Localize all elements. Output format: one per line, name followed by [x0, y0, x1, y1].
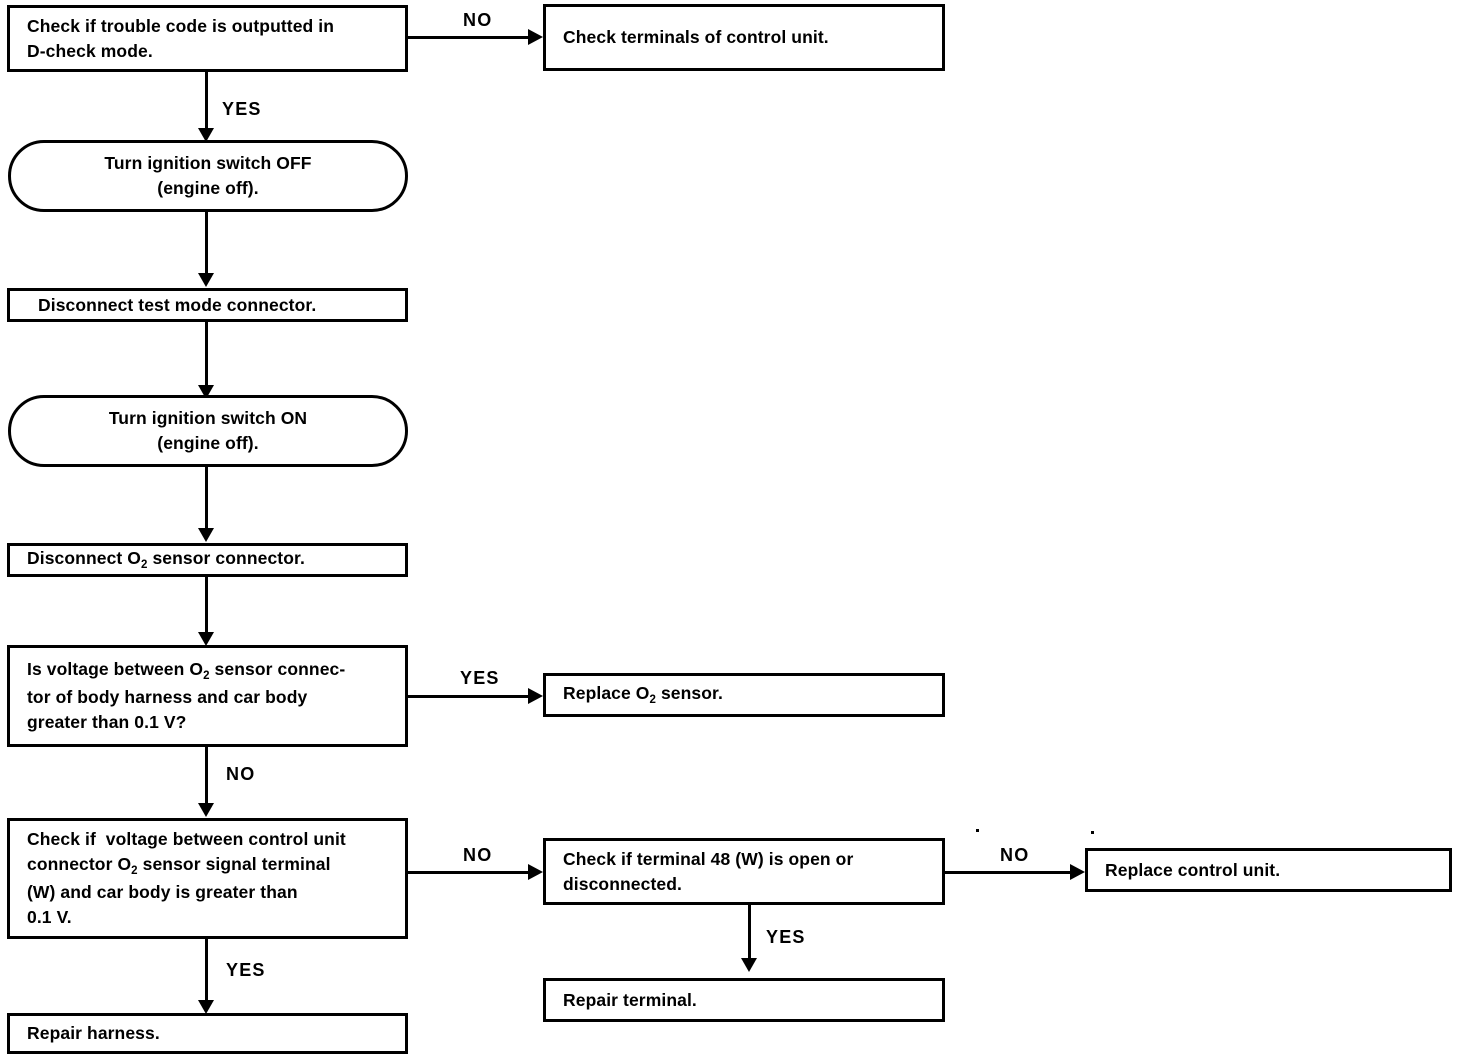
edge-6-arrowhead: [198, 632, 214, 646]
node-check-control-unit-voltage[interactable]: Check if voltage between control unit co…: [7, 818, 408, 939]
node-line: connector O2 sensor signal terminal: [27, 854, 331, 877]
edge-yes-2-line: [408, 695, 528, 698]
edge-label-no-4: NO: [1000, 845, 1030, 865]
edge-yes-3-line: [748, 905, 751, 963]
edge-no-4-line: [945, 871, 1070, 874]
node-line: Check if voltage between control unit: [27, 829, 346, 849]
node-line: Check if trouble code is outputted in: [27, 15, 335, 36]
node-replace-o2-sensor[interactable]: Replace O2 sensor.: [543, 673, 945, 717]
node-line: (engine off).: [157, 178, 259, 198]
edge-no-4-arrowhead: [1070, 864, 1085, 880]
node-line: Check terminals of control unit.: [563, 27, 829, 47]
edge-label-no-2: NO: [226, 764, 256, 784]
node-repair-terminal[interactable]: Repair terminal.: [543, 978, 945, 1022]
node-line: Turn ignition switch OFF: [104, 153, 312, 173]
node-check-terminal-48[interactable]: Check if terminal 48 (W) is open or disc…: [543, 838, 945, 905]
node-line: Disconnect test mode connector.: [38, 294, 317, 315]
edge-no-2-line: [205, 747, 208, 809]
node-ignition-on[interactable]: Turn ignition switch ON (engine off).: [8, 395, 408, 467]
edge-3-line: [205, 212, 208, 277]
node-line: Is voltage between O2 sensor connec-: [27, 659, 346, 682]
edge-no-3-line: [408, 871, 528, 874]
edge-no-1-line: [408, 36, 528, 39]
node-repair-harness[interactable]: Repair harness.: [7, 1013, 408, 1054]
edge-yes-4-line: [205, 939, 208, 1007]
node-line: (W) and car body is greater than: [27, 882, 298, 902]
node-line: D-check mode.: [27, 40, 153, 61]
edge-yes-4-arrowhead: [198, 1000, 214, 1014]
edge-label-yes-4: YES: [226, 960, 266, 980]
edge-yes-1-line: [205, 72, 208, 134]
node-line: Check if terminal 48 (W) is open or: [563, 848, 854, 869]
edge-label-yes-2: YES: [460, 668, 500, 688]
edge-label-no-1: NO: [463, 10, 493, 30]
node-line: 0.1 V.: [27, 907, 72, 927]
edge-label-yes-3: YES: [766, 927, 806, 947]
scan-speck: [976, 829, 979, 832]
node-disconnect-o2-sensor[interactable]: Disconnect O2 sensor connector.: [7, 543, 408, 577]
edge-6-line: [205, 577, 208, 641]
node-line: Disconnect O2 sensor connector.: [27, 548, 305, 571]
edge-3-arrowhead: [198, 273, 214, 287]
edge-5-line: [205, 467, 208, 532]
edge-no-1-arrowhead: [528, 29, 543, 45]
node-ignition-off[interactable]: Turn ignition switch OFF (engine off).: [8, 140, 408, 212]
node-check-terminals[interactable]: Check terminals of control unit.: [543, 4, 945, 71]
node-replace-control-unit[interactable]: Replace control unit.: [1085, 848, 1452, 892]
node-line: Repair harness.: [27, 1023, 160, 1043]
edge-yes-1-arrowhead: [198, 128, 214, 142]
edge-yes-2-arrowhead: [528, 688, 543, 704]
edge-5-arrowhead: [198, 528, 214, 542]
node-disconnect-test-mode[interactable]: Disconnect test mode connector.: [7, 288, 408, 322]
node-line: Repair terminal.: [563, 989, 697, 1010]
scan-speck: [1091, 831, 1094, 834]
node-line: Turn ignition switch ON: [108, 408, 308, 428]
node-line: Replace control unit.: [1105, 859, 1281, 880]
edge-label-no-3: NO: [463, 845, 493, 865]
edge-no-2-arrowhead: [198, 803, 214, 817]
edge-yes-3-arrowhead: [741, 958, 757, 972]
edge-4-line: [205, 322, 208, 390]
node-line: greater than 0.1 V?: [27, 712, 187, 732]
node-line: Replace O2 sensor.: [563, 683, 723, 706]
node-line: (engine off).: [157, 433, 259, 453]
edge-no-3-arrowhead: [528, 864, 543, 880]
node-voltage-question[interactable]: Is voltage between O2 sensor connec- tor…: [7, 645, 408, 747]
edge-label-yes-1: YES: [222, 99, 262, 119]
node-line: tor of body harness and car body: [27, 687, 308, 707]
node-check-trouble-code[interactable]: Check if trouble code is outputted in D-…: [7, 5, 408, 72]
node-line: disconnected.: [563, 873, 682, 894]
